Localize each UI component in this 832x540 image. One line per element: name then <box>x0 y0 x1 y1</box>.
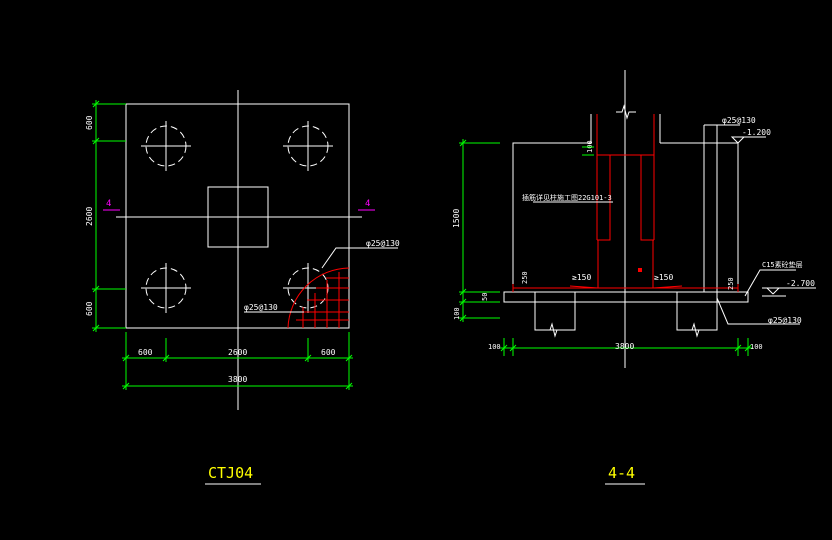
section-cushion-leader <box>744 269 796 297</box>
section-cushion-note: C15素砼垫层 <box>762 260 803 269</box>
plan-dim-left-bottom: 600 <box>85 301 94 316</box>
section-column-break <box>616 104 636 120</box>
section-dim-left-lower: 50 <box>481 293 489 301</box>
plan-section-mark-right: 4 <box>365 199 370 209</box>
section-dim-inner-right: 250 <box>727 277 735 290</box>
plan-column <box>207 186 269 248</box>
plan-dim-bottom <box>122 332 353 390</box>
section-view: φ25@130 -1.200 插筋详见柱施工图22G101-3 100 250 … <box>452 70 816 485</box>
pile-bottom-left <box>141 263 191 313</box>
plan-rebar-top-leader <box>321 247 398 269</box>
plan-dim-left-mid: 2600 <box>85 207 94 226</box>
section-dim-bottom <box>500 338 752 356</box>
section-rebar-top-label: φ25@130 <box>722 116 756 125</box>
section-dim-left-height: 1500 <box>452 209 461 228</box>
section-dim-inner-left: 250 <box>521 271 529 284</box>
plan-rebar-mesh <box>287 267 350 329</box>
section-dim-left <box>459 139 500 322</box>
section-elevation-top: -1.200 <box>742 128 771 137</box>
section-rebar <box>512 114 739 292</box>
section-dim-bottom-left: 100 <box>488 343 501 351</box>
pile-top-left <box>141 121 191 171</box>
section-elevation-bottom-symbol <box>765 287 781 295</box>
section-cushion <box>503 291 749 303</box>
plan-dim-left-top: 600 <box>85 115 94 130</box>
section-pile-left <box>534 291 576 338</box>
plan-dim-bottom-left: 600 <box>138 348 153 357</box>
pile-top-right <box>283 121 333 171</box>
section-dim-bottom-total: 3800 <box>615 342 634 351</box>
plan-dim-bottom-right: 600 <box>321 348 336 357</box>
section-elevation-top-symbol <box>730 136 746 144</box>
section-rebar-bottom-leader <box>716 297 800 325</box>
plan-view: φ25@130 φ25@130 4 4 600 2600 600 <box>85 90 400 485</box>
plan-dim-bottom-mid: 2600 <box>228 348 247 357</box>
plan-title: CTJ04 <box>208 464 253 482</box>
plan-dim-bottom-total: 3800 <box>228 375 247 384</box>
section-dim-bottom-right: 100 <box>750 343 763 351</box>
rebar-dot <box>638 268 642 272</box>
plan-rebar-top-label: φ25@130 <box>366 239 400 248</box>
section-dim-left-bottom: 100 <box>453 307 461 320</box>
section-rebar-bottom-label: φ25@130 <box>768 316 802 325</box>
section-column-note: 插筋详见柱施工图22G101-3 <box>522 193 612 202</box>
section-angle-left: ≥150 <box>572 273 591 282</box>
section-title: 4-4 <box>608 464 635 482</box>
plan-section-mark-left: 4 <box>106 199 111 209</box>
section-elevation-bottom: -2.700 <box>786 279 815 288</box>
plan-dim-left <box>92 100 126 332</box>
section-pile-right <box>676 291 718 338</box>
plan-rebar-bottom-label: φ25@130 <box>244 303 278 312</box>
section-angle-right: ≥150 <box>654 273 673 282</box>
